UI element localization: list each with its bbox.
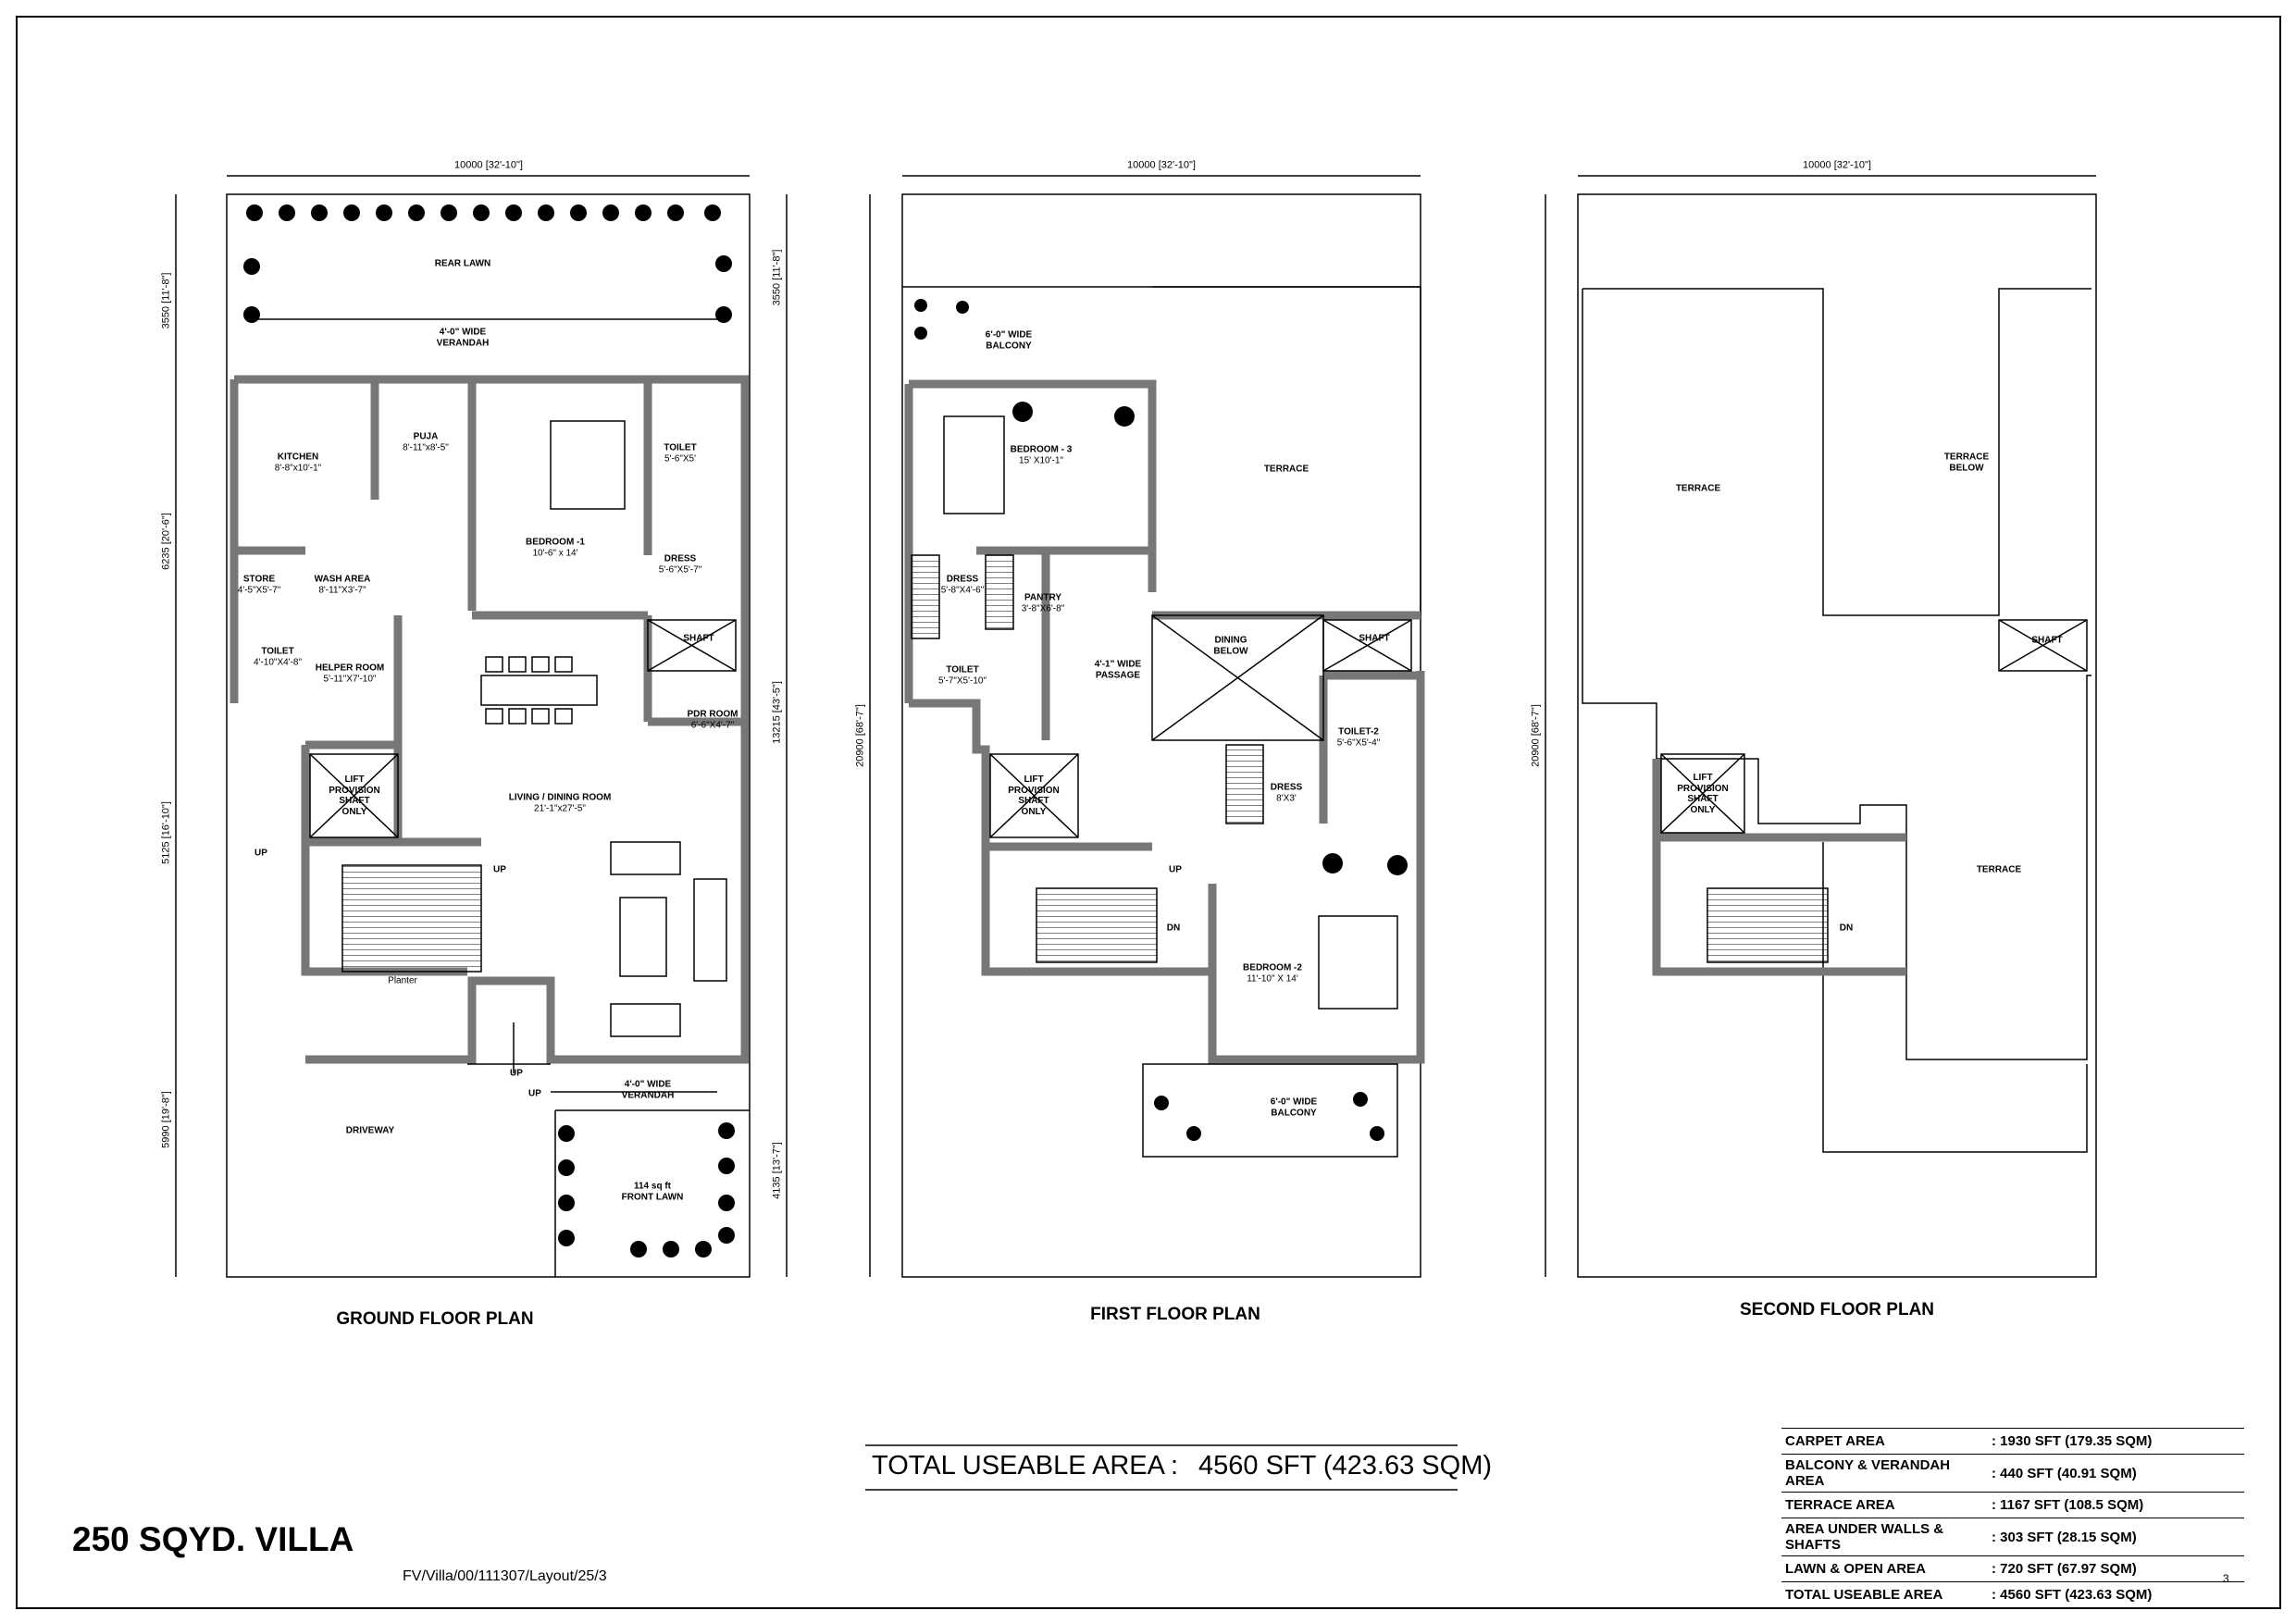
gf-rear-lawn: REAR LAWN [434, 258, 491, 269]
gf-driveway: DRIVEWAY [345, 1125, 395, 1136]
total-area-colon: : [1171, 1451, 1179, 1481]
ff-dim-width: 10000 [32'-10"] [1127, 159, 1196, 171]
total-area-label: TOTAL USEABLE AREA [872, 1451, 1165, 1481]
sf-terrace-right: TERRACE [1976, 864, 2022, 875]
second-floor-plan [1545, 175, 2097, 1278]
sheet-border [16, 16, 2281, 1609]
first-floor-plan [869, 175, 1425, 1278]
drawing-reference: FV/Villa/00/111307/Layout/25/3 [403, 1568, 607, 1584]
sf-dn: DN [1839, 923, 1854, 934]
ff-title: FIRST FLOOR PLAN [1090, 1305, 1260, 1324]
ff-terrace: TERRACE [1263, 464, 1309, 475]
table-row: CARPET AREA: 1930 SFT (179.35 SQM) [1781, 1428, 2244, 1455]
gf-dim-width: 10000 [32'-10"] [454, 159, 523, 171]
gf-dim-left-4: 5990 [19'-8"] [160, 1091, 172, 1148]
gf-title: GROUND FLOOR PLAN [336, 1309, 534, 1329]
table-row: TOTAL USEABLE AREA: 4560 SFT (423.63 SQM… [1781, 1581, 2244, 1608]
ff-dim-left: 20900 [68'-7"] [854, 704, 866, 767]
table-row: LAWN & OPEN AREA: 720 SFT (67.97 SQM) [1781, 1555, 2244, 1582]
gf-up-entry: UP [510, 1068, 523, 1079]
gf-dim-right-2: 13215 [43'-5"] [771, 681, 783, 744]
sf-dim-width: 10000 [32'-10"] [1803, 159, 1871, 171]
gf-up-porch: UP [528, 1088, 541, 1099]
total-area-value: 4560 SFT (423.63 SQM) [1198, 1451, 1493, 1481]
sf-shaft: SHAFT [2031, 635, 2063, 646]
table-row: AREA UNDER WALLS & SHAFTS: 303 SFT (28.1… [1781, 1518, 2244, 1556]
ground-floor-plan [175, 175, 788, 1278]
gf-dim-left-3: 5125 [16'-10"] [160, 801, 172, 864]
gf-dim-left-1: 3550 [11'-8"] [160, 272, 172, 329]
ff-shaft: SHAFT [1359, 633, 1390, 644]
ff-up: UP [1169, 864, 1182, 875]
gf-dim-right-3: 4135 [13'-7"] [771, 1142, 783, 1199]
table-row: BALCONY & VERANDAH AREA: 440 SFT (40.91 … [1781, 1454, 2244, 1493]
gf-shaft: SHAFT [683, 633, 714, 644]
sf-dim-left: 20900 [68'-7"] [1530, 704, 1542, 767]
sf-terrace-left: TERRACE [1675, 483, 1721, 494]
project-title: 250 SQYD. VILLA [72, 1520, 354, 1558]
ground-floor-trees [243, 204, 735, 1258]
sf-title: SECOND FLOOR PLAN [1739, 1300, 1935, 1319]
table-row: TERRACE AREA: 1167 SFT (108.5 SQM) [1781, 1492, 2244, 1518]
gf-planter: Planter [388, 975, 417, 986]
ff-dn: DN [1166, 923, 1181, 934]
gf-up-stair: UP [493, 864, 506, 875]
first-floor-plants [914, 299, 1408, 1141]
gf-dim-right-1: 3550 [11'-8"] [771, 249, 783, 306]
gf-dim-left-2: 6235 [20'-6"] [160, 513, 172, 570]
area-summary-table: CARPET AREA: 1930 SFT (179.35 SQM) BALCO… [1781, 1428, 2244, 1608]
gf-up-side: UP [254, 848, 267, 859]
